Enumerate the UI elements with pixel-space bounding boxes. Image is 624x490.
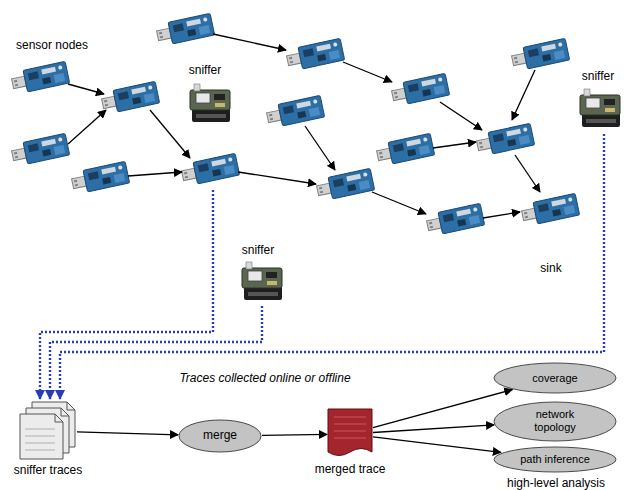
annotation-label: Traces collected online or offline bbox=[179, 371, 350, 385]
ellipse-text: path inference bbox=[493, 446, 617, 473]
document-label: sniffer traces bbox=[14, 463, 83, 477]
document-icon: sniffer traces bbox=[14, 401, 83, 477]
process-ellipse: coverage bbox=[493, 362, 617, 394]
document-icon: merged trace bbox=[315, 408, 386, 476]
flow-arrow bbox=[373, 425, 494, 433]
node-label: merge bbox=[203, 429, 237, 443]
ellipse-text: coverage bbox=[493, 362, 617, 394]
sensor-motes bbox=[10, 13, 579, 236]
ellipse-text: merge bbox=[178, 419, 262, 453]
merged-trace-icon bbox=[327, 408, 373, 460]
flow-arrow bbox=[373, 437, 501, 453]
flow-arrow bbox=[77, 432, 178, 435]
ellipse-text: network topology bbox=[493, 401, 617, 442]
annotation-label: sniffer bbox=[242, 243, 274, 257]
trace-lines bbox=[40, 134, 604, 399]
annotation-label: sniffer bbox=[582, 69, 614, 83]
process-ellipse: path inference bbox=[493, 446, 617, 473]
node-label: path inference bbox=[520, 453, 590, 466]
process-ellipse: merge bbox=[178, 419, 262, 453]
flow-arrow bbox=[373, 390, 512, 428]
annotation-label: high-level analysis bbox=[507, 476, 605, 490]
node-label: coverage bbox=[532, 372, 577, 385]
annotation-label: sensor nodes bbox=[16, 38, 88, 52]
trace-stack-icon bbox=[19, 401, 77, 461]
annotation-label: sink bbox=[540, 261, 561, 275]
sniffer-devices bbox=[190, 84, 620, 300]
node-label: network topology bbox=[520, 408, 590, 433]
annotation-label: sniffer bbox=[189, 63, 221, 77]
flow-arrow bbox=[262, 434, 327, 435]
radio-links bbox=[68, 34, 540, 218]
document-label: merged trace bbox=[315, 462, 386, 476]
process-ellipse: network topology bbox=[493, 401, 617, 442]
